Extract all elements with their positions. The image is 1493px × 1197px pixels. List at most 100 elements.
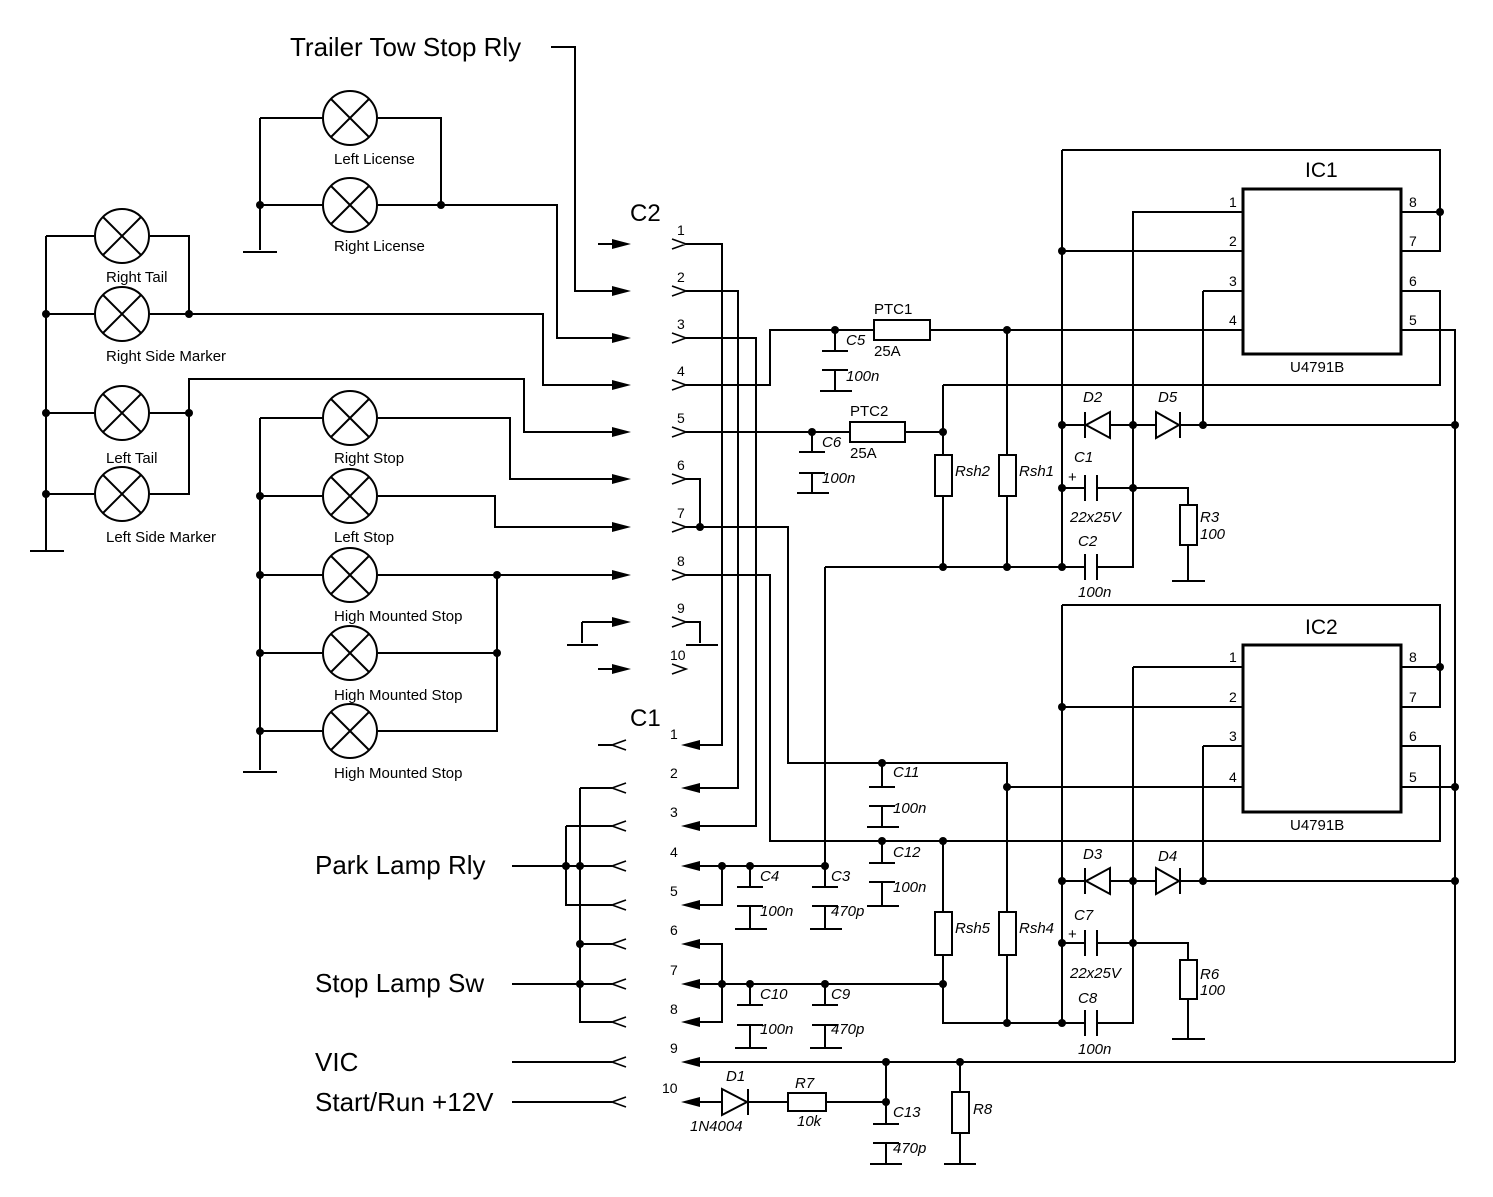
c2-pin-label: 3 [677,316,685,332]
r7-value: 10k [797,1113,823,1130]
d4-symbol [1155,866,1182,896]
c7-ref: C7 [1074,907,1094,924]
label-vic: VIC [315,1047,358,1077]
lamp-high-mounted-stop-2 [322,625,378,681]
ic1-pin: 3 [1229,273,1237,289]
d1-ref: D1 [726,1068,745,1085]
c4-ref: C4 [760,868,779,885]
d2-ref: D2 [1083,389,1103,406]
rsh1-body [998,454,1017,497]
c6-value: 100n [822,470,855,487]
ptc2-body [849,421,906,443]
r3-ref: R3 [1200,509,1220,526]
ic2-pin: 5 [1409,769,1417,785]
c8-value: 100n [1078,1041,1111,1058]
r3-value: 100 [1200,526,1226,543]
ptc1-ref: PTC1 [874,301,912,318]
r6-body [1179,959,1198,1000]
ic1-pin: 8 [1409,194,1417,210]
ic2-pin: 7 [1409,689,1417,705]
c1-polarity: + [1068,469,1077,486]
ic1-pin: 4 [1229,312,1237,328]
junctions [42,201,1459,1106]
ic1-part: U4791B [1290,359,1344,376]
c2-pin-label: 9 [677,600,685,616]
c3-plates [812,886,838,907]
lamp-label-right-license: Right License [334,238,425,255]
d3-ref: D3 [1083,846,1103,863]
c2-pin-label: 2 [677,269,685,285]
rsh2-body [934,454,953,497]
d3-symbol [1083,866,1111,896]
c3-value: 470p [831,903,864,920]
c1-pin-label: 7 [670,962,678,978]
r6-ref: R6 [1200,966,1220,983]
rsh2-ref: Rsh2 [955,463,991,480]
r7-body [787,1092,827,1112]
c10-ref: C10 [760,986,788,1003]
label-start-run: Start/Run +12V [315,1087,494,1117]
c1-pin-label: 2 [670,765,678,781]
r7-ref: R7 [795,1075,815,1092]
ic2-pin: 2 [1229,689,1237,705]
lamp-label-left-license: Left License [334,151,415,168]
ic2-part: U4791B [1290,817,1344,834]
lamp-label-right-tail: Right Tail [106,269,167,286]
c2-plates [1084,554,1098,580]
wires [30,46,1456,1165]
lamps [94,90,378,759]
c7-plates [1084,930,1098,956]
c2-pin-label: 7 [677,505,685,521]
ic1-pin: 7 [1409,233,1417,249]
c2-arrows [598,238,689,675]
c2-pin-label: 8 [677,553,685,569]
c3-ref: C3 [831,868,851,885]
diodes [721,410,1182,1117]
c8-plates [1084,1010,1098,1036]
c2-pin-label: 1 [677,222,685,238]
c4-plates [737,886,763,907]
c1-pin-label: 10 [662,1080,678,1096]
ic1-name: IC1 [1305,159,1338,182]
ic2-pin: 1 [1229,649,1237,665]
c1-pin-label: 3 [670,804,678,820]
c6-ref: C6 [822,434,842,451]
c1-pin-label: 5 [670,883,678,899]
ic1 [1218,187,1426,356]
lamp-left-tail [94,385,150,441]
d5-ref: D5 [1158,389,1178,406]
c1-plates [1084,475,1098,501]
c1-pin-label: 4 [670,844,678,860]
ic2-pin: 8 [1409,649,1417,665]
ptc2-value: 25A [850,445,877,462]
lamp-label-high-mounted-stop-3: High Mounted Stop [334,765,462,782]
c7-polarity: + [1068,926,1077,943]
ic2-name: IC2 [1305,616,1338,639]
ic1-pin: 2 [1229,233,1237,249]
ptc1-value: 25A [874,343,901,360]
c2-ref: C2 [1078,533,1098,550]
c13-value: 470p [893,1140,926,1157]
ic2 [1218,643,1426,814]
c4-value: 100n [760,903,793,920]
ic2-pin: 6 [1409,728,1417,744]
c2-pin-label: 6 [677,457,685,473]
r6-value: 100 [1200,982,1226,999]
d5-symbol [1155,410,1182,440]
c1-ref: C1 [1074,449,1093,466]
lamp-left-side-marker [94,466,150,522]
passives [737,319,1198,1144]
c12-plates [869,862,895,883]
c1-arrows [598,739,700,1108]
r8-body [951,1091,970,1134]
ptc1-body [873,319,931,341]
lamp-high-mounted-stop-1 [322,547,378,603]
rsh4-body [998,911,1017,956]
c13-ref: C13 [893,1104,921,1121]
d1-symbol [721,1087,750,1117]
rsh1-ref: Rsh1 [1019,463,1054,480]
c13-plates [873,1123,899,1144]
ic1-pin: 6 [1409,273,1417,289]
ic2-pin: 3 [1229,728,1237,744]
